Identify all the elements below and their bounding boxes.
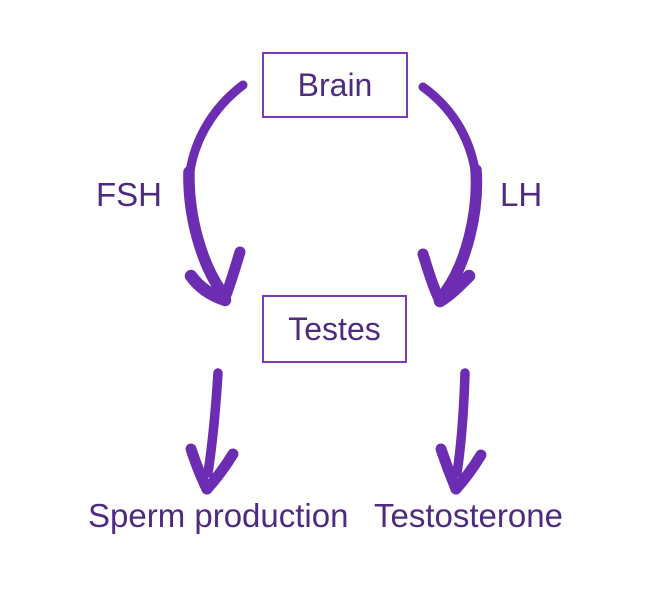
testosterone-arrow-icon — [435, 368, 487, 495]
node-testes: Testes — [262, 295, 407, 363]
node-brain: Brain — [262, 52, 408, 118]
edge-label-fsh: FSH — [96, 176, 162, 213]
node-testes-label: Testes — [288, 310, 381, 347]
lh-arrow-icon — [417, 82, 483, 308]
fsh-arrow-icon — [183, 80, 248, 307]
output-label-sperm-production: Sperm production — [88, 497, 349, 534]
node-brain-label: Brain — [297, 66, 373, 103]
output-label-testosterone: Testosterone — [374, 497, 563, 534]
edge-label-lh: LH — [500, 176, 543, 213]
sperm-production-arrow-icon — [185, 368, 239, 495]
